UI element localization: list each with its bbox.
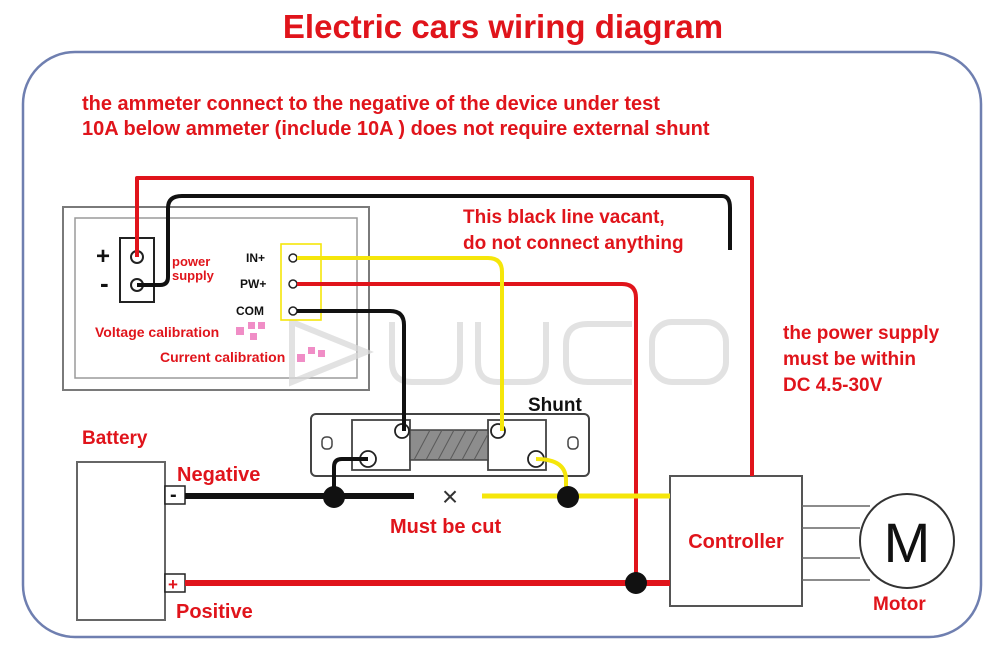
note-line-1: the ammeter connect to the negative of t…	[82, 93, 660, 115]
shunt	[310, 413, 590, 477]
voltage-calibration-label: Voltage calibration	[95, 324, 219, 340]
battery-negative-label: Negative	[177, 464, 260, 486]
power-supply-label-2: supply	[172, 268, 215, 283]
shunt-mount-right	[567, 436, 579, 450]
red-wires	[135, 176, 754, 586]
junction-positive	[625, 572, 647, 594]
current-calibration-label: Current calibration	[160, 349, 285, 365]
power-note-3: DC 4.5-30V	[783, 375, 883, 396]
com-screw	[288, 306, 298, 316]
battery	[76, 461, 166, 621]
current-calibration-pads	[297, 347, 325, 362]
power-note-2: must be within	[783, 349, 916, 370]
black-line-note-2: do not connect anything	[463, 233, 684, 254]
motor-label: Motor	[873, 594, 926, 615]
uuco-watermark	[289, 317, 729, 387]
yellow-wire-shunt-loop	[535, 457, 568, 496]
black-line-note-1: This black line vacant,	[463, 207, 665, 228]
com-label: COM	[236, 304, 264, 318]
yellow-wire-in-plus	[297, 256, 504, 431]
outer-frame	[21, 50, 983, 639]
in-plus-label: IN+	[246, 251, 265, 265]
red-wire-meter-plus-to-controller	[135, 176, 754, 476]
battery-label: Battery	[82, 428, 148, 449]
must-be-cut-label: Must be cut	[390, 516, 501, 538]
pw-plus-label: PW+	[240, 277, 266, 291]
black-wire-shunt-main	[332, 457, 368, 497]
shunt-label: Shunt	[528, 395, 582, 416]
red-wire-pw-plus	[297, 282, 638, 582]
pw-plus-screw	[288, 279, 298, 289]
battery-positive-symbol: +	[168, 575, 178, 594]
motor-symbol: M	[884, 511, 931, 574]
battery-negative-symbol: -	[170, 484, 177, 506]
junction-negative	[323, 486, 345, 508]
battery-positive-label: Positive	[176, 601, 253, 623]
power-supply-label-1: power	[172, 254, 210, 269]
cut-mark: ×	[442, 481, 458, 512]
controller-label: Controller	[688, 531, 784, 553]
controller	[669, 475, 803, 607]
in-plus-screw	[288, 253, 298, 263]
meter-plus-sign: +	[96, 243, 110, 270]
diagram-title: Electric cars wiring diagram	[283, 8, 723, 45]
black-wires	[137, 194, 732, 499]
power-note-1: the power supply	[783, 323, 940, 344]
shunt-element-hatching	[413, 429, 489, 461]
note-line-2: 10A below ammeter (include 10A ) does no…	[82, 118, 710, 140]
voltage-calibration-pads	[236, 322, 265, 340]
motor-leads	[802, 505, 870, 581]
black-wire-vacant	[137, 194, 732, 287]
junction-load	[557, 486, 579, 508]
motor	[859, 493, 955, 589]
meter-minus-sign: -	[100, 268, 109, 298]
shunt-mount-left	[321, 436, 333, 450]
black-wire-com	[297, 309, 406, 431]
